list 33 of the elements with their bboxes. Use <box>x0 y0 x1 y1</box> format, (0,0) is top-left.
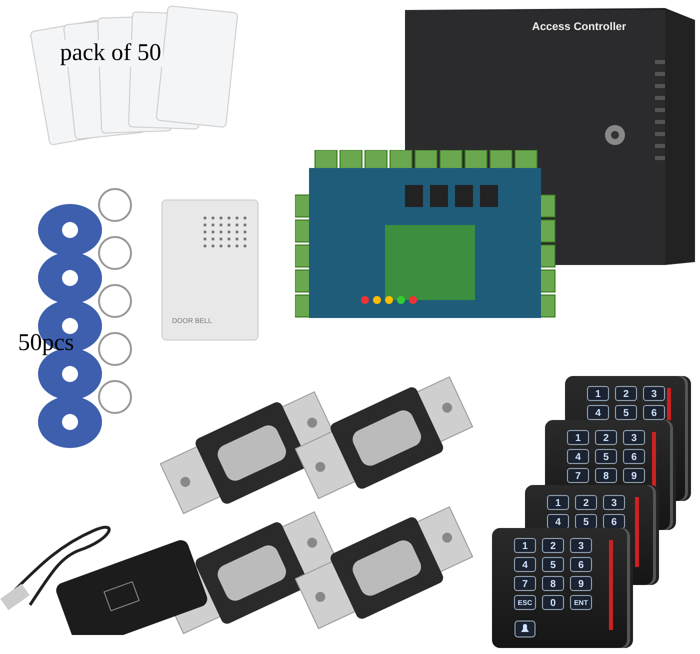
keypad-key: 1 <box>547 495 569 510</box>
keypad-key: 6 <box>603 514 625 529</box>
keypad-key: 3 <box>623 430 645 445</box>
keypad-key: 4 <box>514 557 536 572</box>
keypad-key: 5 <box>615 405 637 420</box>
keypad-key: 1 <box>587 386 609 401</box>
keypad-key: 4 <box>587 405 609 420</box>
keypad-key: 4 <box>567 449 589 464</box>
keypad-key: 0 <box>542 595 564 610</box>
keypad-key: 2 <box>575 495 597 510</box>
keypad-key: 7 <box>567 468 589 483</box>
keypad-key: 9 <box>570 576 592 591</box>
keypad-key: 1 <box>514 538 536 553</box>
keypad-key: 4 <box>547 514 569 529</box>
keypad-key: 5 <box>542 557 564 572</box>
keypad-key: 8 <box>542 576 564 591</box>
keypad-key: 9 <box>623 468 645 483</box>
keypad-key: 3 <box>603 495 625 510</box>
keypad-key: 5 <box>575 514 597 529</box>
keypad-key: 1 <box>567 430 589 445</box>
keypad-key: 7 <box>514 576 536 591</box>
keypad-key: 6 <box>570 557 592 572</box>
keypad-key: 3 <box>643 386 665 401</box>
keypad-key: 2 <box>595 430 617 445</box>
pack-label: pack of 50 <box>58 40 164 67</box>
keypad-key: 5 <box>595 449 617 464</box>
keypad-key: 2 <box>542 538 564 553</box>
keypad-key: 3 <box>570 538 592 553</box>
keypad-key: 6 <box>643 405 665 420</box>
keypad-key: 8 <box>595 468 617 483</box>
keypad-key: 6 <box>623 449 645 464</box>
cabinet-label: Access Controller <box>532 21 626 33</box>
keypad-key: 2 <box>615 386 637 401</box>
